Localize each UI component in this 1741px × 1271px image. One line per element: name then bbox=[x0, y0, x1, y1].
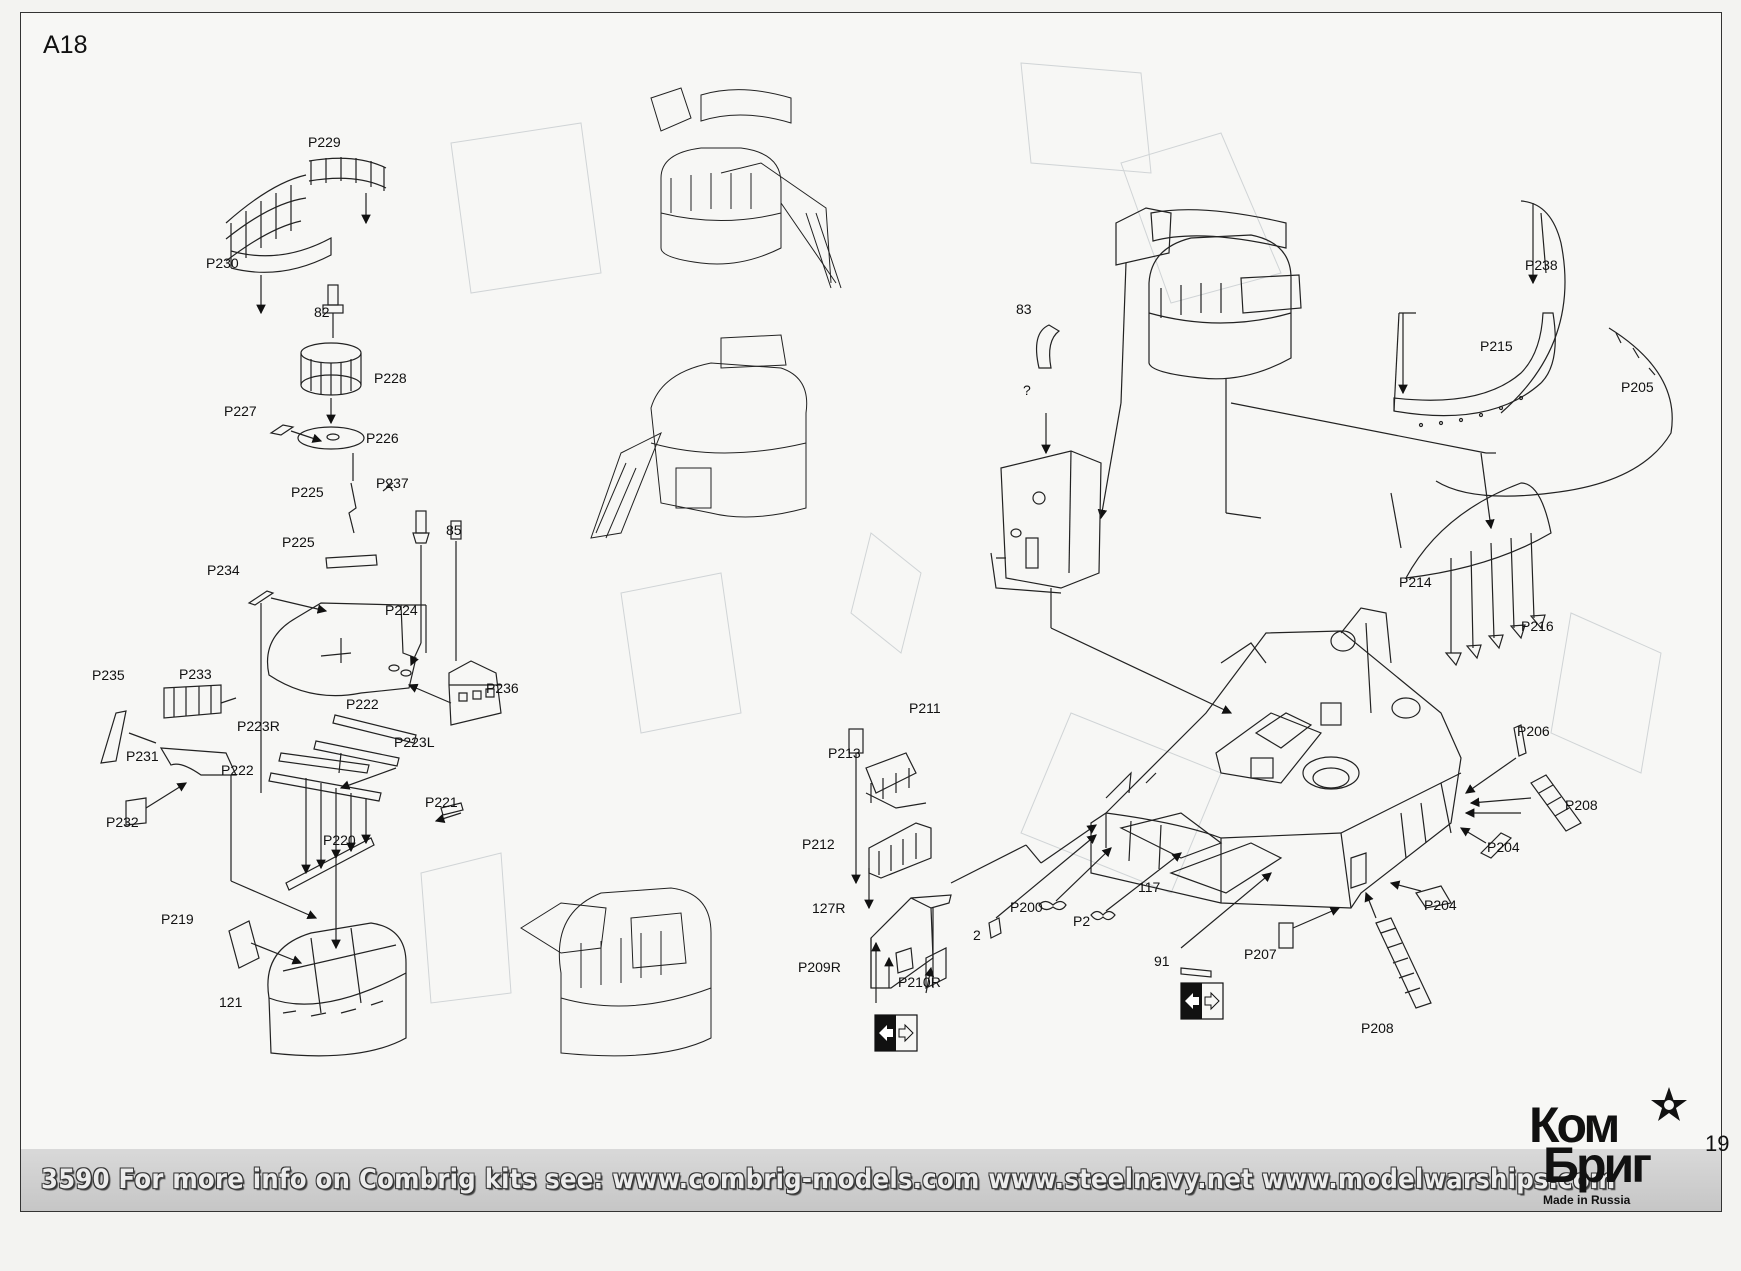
label-127r: 127R bbox=[812, 900, 846, 916]
bridge-view-top bbox=[650, 87, 842, 289]
label-p231: P231 bbox=[126, 748, 159, 764]
label-p233: P233 bbox=[179, 666, 212, 682]
label-p238: P238 bbox=[1525, 257, 1558, 273]
upper-bridge bbox=[1115, 207, 1302, 404]
label-117: 117 bbox=[1138, 879, 1161, 895]
page-id: A18 bbox=[43, 31, 88, 59]
star-logo-icon bbox=[1651, 1087, 1687, 1121]
bridge-view-mid bbox=[590, 334, 808, 539]
label-p211: P211 bbox=[909, 700, 941, 716]
label-p232: P232 bbox=[106, 814, 139, 830]
label-p220: P220 bbox=[323, 832, 356, 848]
label-p214: P214 bbox=[1399, 574, 1432, 590]
label-85: 85 bbox=[446, 522, 462, 538]
label-p212: P212 bbox=[802, 836, 835, 852]
label-p208-bottom: P208 bbox=[1361, 1020, 1394, 1036]
main-superstructure bbox=[1090, 607, 1462, 909]
label-p237: P237 bbox=[376, 475, 409, 491]
label-p200: P200 bbox=[1010, 899, 1043, 915]
label-p227: P227 bbox=[224, 403, 257, 419]
label-p222-top: P222 bbox=[346, 696, 379, 712]
label-p226: P226 bbox=[366, 430, 399, 446]
label-p235: P235 bbox=[92, 667, 125, 683]
deckhouse bbox=[990, 450, 1102, 594]
page-number: 19 bbox=[1705, 1131, 1730, 1156]
bridge-view-bottom bbox=[520, 887, 712, 1057]
label-p205: P205 bbox=[1621, 379, 1654, 395]
label-p209r: P209R bbox=[798, 959, 841, 975]
bridge-box-p236 bbox=[448, 660, 502, 726]
label-p213: P213 bbox=[828, 745, 861, 761]
label-121: 121 bbox=[219, 994, 243, 1010]
label-2: 2 bbox=[973, 927, 981, 943]
instruction-sheet: A18 bbox=[20, 12, 1729, 1212]
logo-line2: Бриг bbox=[1543, 1137, 1652, 1193]
label-p230: P230 bbox=[206, 255, 239, 271]
label-p228: P228 bbox=[374, 370, 407, 386]
label-82: 82 bbox=[314, 304, 330, 320]
label-p229: P229 bbox=[308, 134, 341, 150]
base-121 bbox=[267, 922, 407, 1057]
label-p225-plate: P225 bbox=[282, 534, 315, 550]
label-p208-right: P208 bbox=[1565, 797, 1598, 813]
label-question: ? bbox=[1023, 382, 1031, 398]
assembly-drawing bbox=[100, 62, 1673, 1057]
label-83: 83 bbox=[1016, 301, 1032, 317]
searchlight-82 bbox=[322, 284, 344, 338]
label-p204-right: P204 bbox=[1487, 839, 1520, 855]
label-p215: P215 bbox=[1480, 338, 1513, 354]
label-p210r: P210R bbox=[898, 974, 941, 990]
footer-band bbox=[21, 1149, 1721, 1211]
label-p221: P221 bbox=[425, 794, 458, 810]
direction-arrow-icon bbox=[875, 1015, 914, 1051]
label-p216: P216 bbox=[1521, 618, 1554, 634]
label-p225-top: P225 bbox=[291, 484, 324, 500]
label-p207: P207 bbox=[1244, 946, 1277, 962]
label-p223l: P223L bbox=[394, 734, 435, 750]
label-p223r: P223R bbox=[237, 718, 280, 734]
railing-p230 bbox=[225, 174, 332, 273]
direction-arrow-icon bbox=[1181, 983, 1220, 1019]
label-91: 91 bbox=[1154, 953, 1170, 969]
label-p222-bottom: P222 bbox=[221, 762, 254, 778]
footer-text: 3590 For more info on Combrig kits see: … bbox=[41, 1164, 1616, 1195]
label-p206: P206 bbox=[1517, 723, 1550, 739]
label-p219: P219 bbox=[161, 911, 194, 927]
label-p2: P2 bbox=[1073, 913, 1091, 929]
label-p236: P236 bbox=[486, 680, 519, 696]
logo-line1: Ком bbox=[1529, 1097, 1620, 1153]
label-p204-bottom: P204 bbox=[1424, 897, 1457, 913]
railing-p228 bbox=[300, 342, 362, 396]
label-p234: P234 bbox=[207, 562, 240, 578]
railing-p229 bbox=[308, 157, 387, 191]
deck-plate-p224 bbox=[266, 602, 417, 697]
label-p224: P224 bbox=[385, 602, 418, 618]
logo-tagline: Made in Russia bbox=[1543, 1193, 1631, 1207]
combrig-logo: Ком Бриг Made in Russia bbox=[1521, 1078, 1721, 1208]
